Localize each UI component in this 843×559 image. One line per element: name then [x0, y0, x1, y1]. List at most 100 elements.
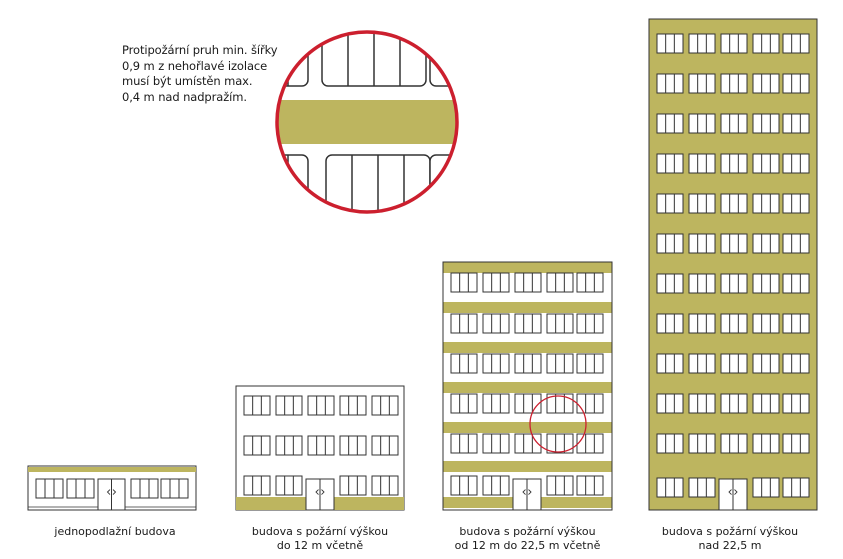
caption-line: od 12 m do 22,5 m včetně	[454, 539, 601, 552]
window	[371, 395, 399, 416]
fire-strip	[443, 302, 612, 313]
magnified-fire-strip	[277, 100, 457, 144]
window	[752, 73, 780, 94]
window	[752, 313, 780, 334]
window	[656, 353, 684, 374]
window	[371, 475, 399, 496]
caption-line: jednopodlažní budova	[54, 525, 176, 538]
window	[307, 395, 335, 416]
window	[782, 113, 810, 134]
window	[482, 475, 510, 496]
window	[782, 273, 810, 294]
window	[656, 233, 684, 254]
window	[482, 433, 510, 454]
window	[656, 313, 684, 334]
window	[688, 433, 716, 454]
window	[688, 353, 716, 374]
window	[450, 353, 478, 374]
window	[576, 353, 604, 374]
window	[371, 435, 399, 456]
window	[688, 477, 716, 498]
window	[339, 435, 367, 456]
window	[243, 395, 271, 416]
caption-line: budova s požární výškou	[459, 525, 596, 538]
window	[66, 478, 95, 499]
window	[656, 33, 684, 54]
window	[450, 393, 478, 414]
window	[450, 475, 478, 496]
window	[752, 193, 780, 214]
window	[688, 33, 716, 54]
window	[752, 273, 780, 294]
building-up-to-12m	[235, 385, 405, 511]
fire-strip	[443, 382, 612, 393]
entrance-door	[718, 478, 748, 511]
window	[482, 393, 510, 414]
window	[656, 193, 684, 214]
window	[546, 313, 574, 334]
window	[782, 153, 810, 174]
window	[275, 475, 303, 496]
building-12-to-22-5m	[442, 261, 613, 511]
window	[720, 153, 748, 174]
window	[782, 433, 810, 454]
window	[576, 393, 604, 414]
window	[546, 433, 574, 454]
window	[275, 435, 303, 456]
window	[720, 193, 748, 214]
window	[576, 272, 604, 293]
fire-strip	[443, 422, 612, 433]
window	[514, 393, 542, 414]
magnified-window	[277, 154, 309, 212]
callout-line: 0,9 m z nehořlavé izolace	[122, 58, 268, 73]
window	[688, 273, 716, 294]
window	[450, 272, 478, 293]
window	[752, 433, 780, 454]
window	[656, 273, 684, 294]
window	[720, 313, 748, 334]
window	[482, 313, 510, 334]
window	[546, 475, 574, 496]
window	[720, 113, 748, 134]
window	[688, 233, 716, 254]
callout-line: 0,4 m nad nadpražím.	[122, 89, 247, 104]
window	[752, 153, 780, 174]
fire-strip	[443, 342, 612, 353]
window	[720, 393, 748, 414]
window	[576, 313, 604, 334]
entrance-door	[305, 478, 335, 511]
window	[243, 475, 271, 496]
fire-strip	[443, 262, 612, 273]
window	[514, 353, 542, 374]
window	[307, 435, 335, 456]
window	[782, 353, 810, 374]
window	[752, 113, 780, 134]
window	[688, 313, 716, 334]
window	[339, 395, 367, 416]
window	[576, 433, 604, 454]
window	[656, 73, 684, 94]
window	[656, 113, 684, 134]
magnifier-ring	[275, 30, 459, 214]
callout-line: musí být umístěn max.	[122, 74, 253, 88]
caption-line: nad 22,5 m	[698, 539, 762, 552]
caption-12-to-22-5m: budova s požární výškou od 12 m do 22,5 …	[425, 525, 630, 553]
window	[688, 73, 716, 94]
window	[130, 478, 159, 499]
window	[656, 153, 684, 174]
fire-strip	[28, 467, 196, 472]
entrance-door	[512, 478, 542, 511]
window	[720, 233, 748, 254]
window	[339, 475, 367, 496]
window	[656, 477, 684, 498]
window	[752, 33, 780, 54]
window	[720, 433, 748, 454]
window	[720, 33, 748, 54]
window	[450, 313, 478, 334]
fire-strip-callout: Protipožární pruh min. šířky 0,9 m z neh…	[122, 43, 292, 105]
caption-line: budova s požární výškou	[661, 525, 799, 538]
window	[782, 233, 810, 254]
detail-highlight-circle	[529, 395, 587, 453]
window	[275, 395, 303, 416]
